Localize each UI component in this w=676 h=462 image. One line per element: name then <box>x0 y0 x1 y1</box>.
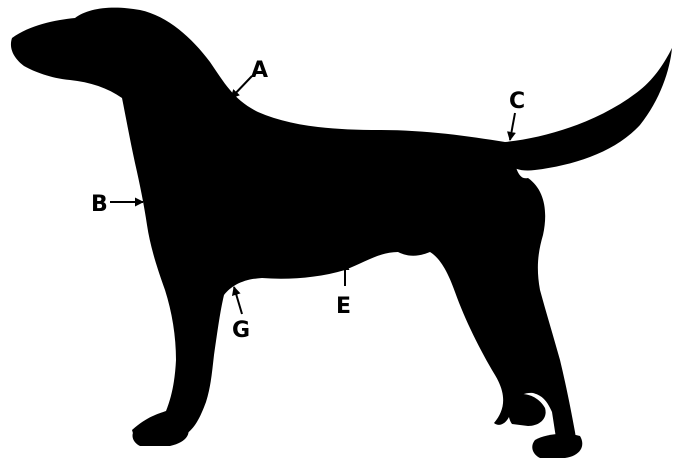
callout-label-c: C <box>509 89 525 114</box>
callout-label-a: A <box>251 58 268 83</box>
callout-label-g: G <box>232 318 250 343</box>
callout-label-e: E <box>336 294 351 319</box>
callout-label-b: B <box>91 192 108 217</box>
